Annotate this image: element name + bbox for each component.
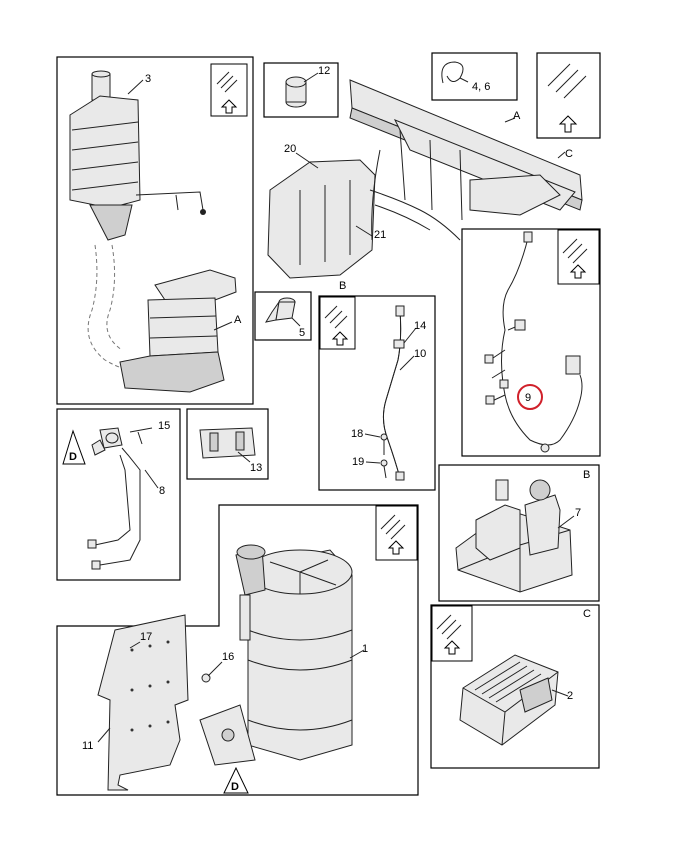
panel-b-module: B 7	[438, 464, 600, 602]
callout-9-highlight-ring	[517, 384, 543, 410]
callout-4-6: 4, 6	[472, 81, 490, 93]
dpf-upper-canister	[69, 70, 206, 241]
callout-18: 18	[351, 428, 363, 440]
panel-sensor: D 15 8	[56, 408, 181, 581]
callout-15: 15	[158, 420, 170, 432]
callout-8: 8	[159, 485, 165, 497]
panel-wiring-harness: 9	[461, 228, 601, 457]
view-letter-b-panel: B	[583, 469, 590, 481]
panel-dpf-mount: D 1 16 17 11	[56, 504, 419, 796]
view-letter-a-top: A	[513, 110, 521, 122]
callout-17: 17	[140, 631, 152, 643]
callout-21: 21	[374, 229, 386, 241]
callout-2: 2	[567, 690, 573, 702]
view-letter-b-main: B	[339, 280, 346, 292]
orientation-icon	[431, 605, 473, 662]
callout-9: 9	[525, 392, 531, 404]
panel-dpf-assembly: 3 A	[56, 56, 254, 405]
panel-pipe: 14 10 18 19	[318, 295, 436, 491]
callout-7: 7	[575, 507, 581, 519]
dpf-lower-canister	[119, 269, 237, 393]
view-letter-c-main: C	[565, 148, 573, 160]
orientation-icon	[375, 505, 418, 561]
panel-part-4-6: 4, 6	[431, 52, 518, 101]
view-letter-c-panel: C	[583, 608, 591, 620]
callout-11: 11	[82, 740, 93, 752]
orientation-icon	[536, 52, 601, 139]
view-letter-d-bottom: D	[231, 781, 239, 793]
orientation-icon	[319, 296, 356, 350]
callout-16: 16	[222, 651, 234, 663]
view-letter-d-sensor: D	[69, 451, 77, 463]
callout-19: 19	[352, 456, 364, 468]
panel-part-13: 13	[186, 408, 269, 480]
panel-part-5: 5	[254, 291, 312, 341]
callout-12: 12	[318, 65, 330, 77]
orientation-icon	[210, 63, 248, 117]
panel-c-control-module: C 2	[430, 604, 600, 769]
view-letter-a: A	[234, 314, 242, 326]
callout-1: 1	[362, 643, 368, 655]
frame-assembly	[267, 79, 583, 279]
callout-20: 20	[284, 143, 296, 155]
panel-part-12: 12	[263, 62, 339, 118]
callout-5: 5	[299, 327, 305, 339]
callout-3: 3	[145, 73, 151, 85]
callout-14: 14	[414, 320, 426, 332]
callout-10: 10	[414, 348, 426, 360]
orientation-icon	[557, 229, 600, 285]
callout-13: 13	[250, 462, 262, 474]
